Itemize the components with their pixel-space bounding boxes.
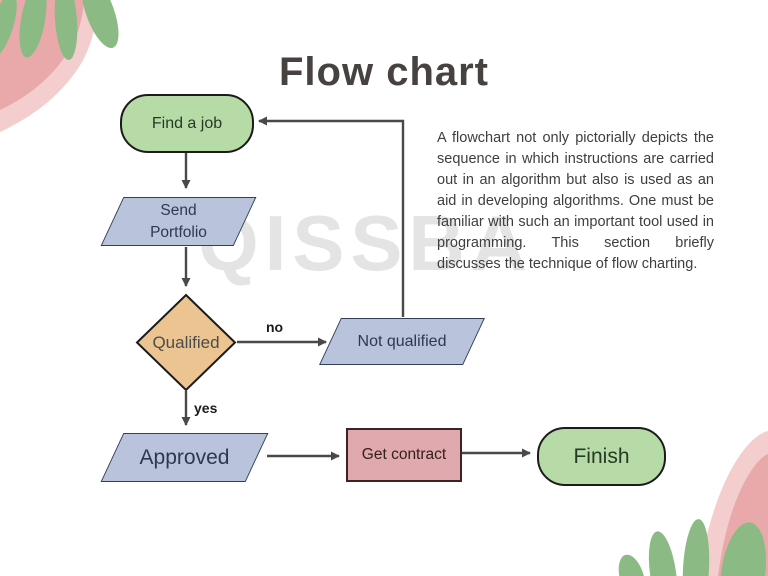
node-qualified-label: Qualified (152, 332, 220, 352)
arrow-not-qualified-to-find-job (258, 116, 405, 317)
node-approved: Approved (100, 433, 269, 482)
node-find-a-job-label: Find a job (151, 114, 223, 132)
node-finish-label: Finish (573, 444, 630, 468)
node-not-qualified-label: Not qualified (357, 332, 447, 350)
edge-label-no: no (266, 319, 284, 335)
node-get-contract-label: Get contract (361, 446, 447, 463)
node-not-qualified: Not qualified (319, 318, 485, 365)
node-finish: Finish (537, 427, 666, 486)
node-send-portfolio: Send Portfolio (100, 197, 257, 246)
description-paragraph: A flowchart not only pictorially depicts… (437, 130, 714, 273)
node-send-portfolio-label: Send Portfolio (150, 201, 207, 241)
diamond-shape (135, 293, 237, 392)
edge-label-yes: yes (194, 400, 218, 416)
watermark-text: QISSBA (198, 199, 534, 287)
node-get-contract: Get contract (346, 428, 462, 482)
node-find-a-job: Find a job (120, 94, 254, 153)
page-title: Flow chart (278, 50, 490, 94)
node-qualified: Qualified (135, 293, 237, 392)
node-approved-label: Approved (139, 445, 230, 469)
